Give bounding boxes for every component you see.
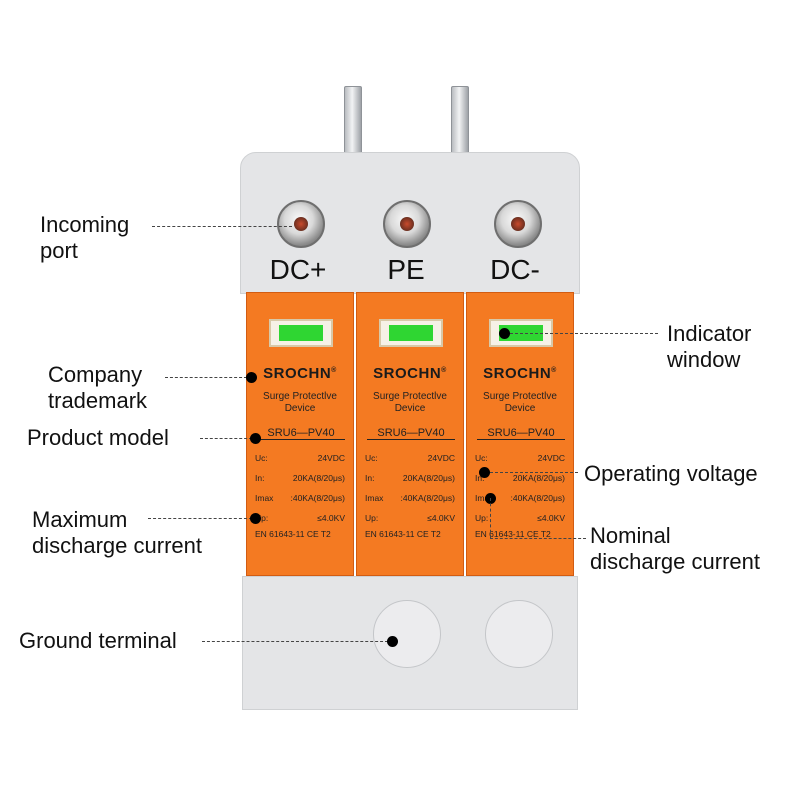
screw-terminal-dc-positive — [277, 200, 325, 248]
callout-ground-terminal: Ground terminal — [19, 628, 177, 653]
leader-line — [148, 518, 252, 519]
model-number: SRU6—PV40 — [477, 427, 565, 440]
model-number: SRU6—PV40 — [367, 427, 455, 440]
leader-line — [200, 438, 252, 439]
standard-marking: EN 61643-11 CE T2 — [365, 529, 441, 539]
screw-terminal-pe — [383, 200, 431, 248]
terminal-label-dc-positive: DC+ — [269, 254, 327, 285]
callout-operating-voltage: Operating voltage — [584, 461, 758, 486]
ground-terminal-hole — [373, 600, 441, 668]
leader-line — [490, 472, 578, 473]
callout-dot — [250, 513, 261, 524]
standard-marking: EN 61643-11 CE T2 — [255, 529, 331, 539]
model-number: SRU6—PV40 — [257, 427, 345, 440]
screw-terminal-dc-negative — [494, 200, 542, 248]
indicator-window — [379, 319, 443, 347]
terminal-hole — [485, 600, 553, 668]
leader-line — [490, 538, 586, 539]
brand-logo: SROCHN® — [373, 365, 447, 382]
standard-marking: EN 61643-11 CE T2 — [475, 529, 551, 539]
brand-logo: SROCHN® — [263, 365, 337, 382]
leader-line — [165, 377, 247, 378]
callout-dot — [499, 328, 510, 339]
leader-line — [490, 498, 491, 538]
leader-line — [152, 226, 292, 227]
leader-line — [510, 333, 658, 334]
leader-line — [202, 641, 388, 642]
terminal-label-dc-negative: DC- — [490, 254, 540, 285]
callout-dot — [246, 372, 257, 383]
indicator-window — [269, 319, 333, 347]
callout-dot — [250, 433, 261, 444]
callout-dot — [387, 636, 398, 647]
callout-product-model: Product model — [27, 425, 169, 450]
brand-logo: SROCHN® — [483, 365, 557, 382]
callout-dot — [479, 467, 490, 478]
terminal-label-pe: PE — [387, 254, 425, 285]
